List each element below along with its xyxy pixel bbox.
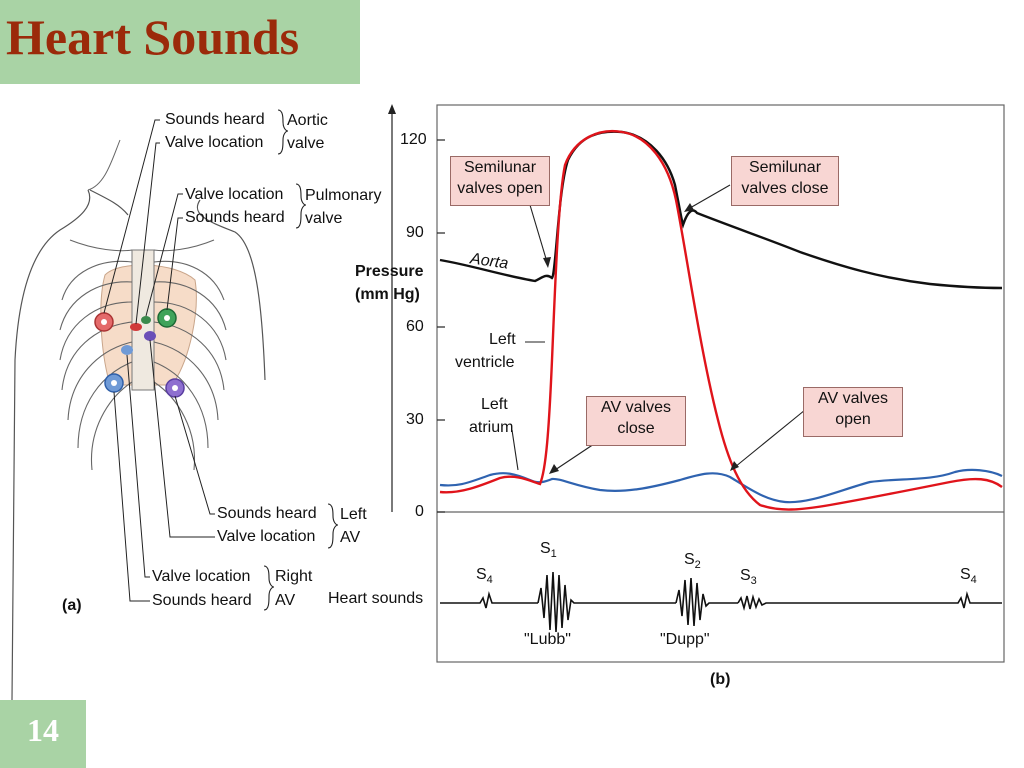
page-number: 14 xyxy=(27,712,59,748)
left-atrium-curve xyxy=(439,468,1003,504)
s1-label: S1 xyxy=(540,540,557,561)
av-open-callout: AV valves open xyxy=(803,387,903,437)
right-av-sounds-label: Sounds heard xyxy=(152,592,252,609)
semilunar-open-callout: Semilunar valves open xyxy=(450,156,550,206)
aortic-name-1: Aortic xyxy=(287,112,328,129)
av-close-line-2: close xyxy=(617,420,655,437)
y-tick-60: 60 xyxy=(406,318,424,335)
av-open-line-1: AV valves xyxy=(818,390,888,407)
left-av-name-1: Left xyxy=(340,506,367,523)
semilunar-close-line-1: Semilunar xyxy=(748,159,822,176)
pulmonary-name-2: valve xyxy=(305,210,343,227)
heart-sounds-row-label: Heart sounds xyxy=(328,590,424,607)
right-av-valve-location-label: Valve location xyxy=(152,568,251,585)
y-axis-label-1: Pressure xyxy=(355,263,424,280)
slide-title: Heart Sounds xyxy=(6,9,300,65)
left-ventricle-label-2: ventricle xyxy=(455,354,515,371)
semilunar-open-line-1: Semilunar xyxy=(463,159,537,176)
y-tick-90: 90 xyxy=(406,224,424,241)
av-close-line-1: AV valves xyxy=(601,399,671,416)
left-av-sounds-label: Sounds heard xyxy=(217,505,317,522)
pulmonary-valve-location-label: Valve location xyxy=(185,186,284,203)
left-ventricle-curve xyxy=(439,129,1003,511)
heart-sounds-trace xyxy=(440,571,1002,633)
title-box: Heart Sounds xyxy=(0,0,360,84)
dupp-label: "Dupp" xyxy=(660,631,710,648)
panel-a-caption: (a) xyxy=(62,597,82,614)
s2-label: S2 xyxy=(684,551,701,572)
av-open-line-2: open xyxy=(835,411,871,428)
s4-first-label: S4 xyxy=(476,566,493,587)
semilunar-close-line-2: valves close xyxy=(741,180,829,197)
lubb-label: "Lubb" xyxy=(524,631,571,648)
y-tick-120: 120 xyxy=(400,131,427,148)
semilunar-close-callout: Semilunar valves close xyxy=(731,156,839,206)
aortic-valve-location-label: Valve location xyxy=(165,134,264,151)
y-tick-30: 30 xyxy=(406,411,424,428)
y-tick-0: 0 xyxy=(415,503,424,520)
aortic-name-2: valve xyxy=(287,135,325,152)
pulmonary-name-1: Pulmonary xyxy=(305,187,382,204)
s3-label: S3 xyxy=(740,567,757,588)
left-atrium-label-1: Left xyxy=(481,396,508,413)
left-av-valve-location-label: Valve location xyxy=(217,528,316,545)
right-av-name-2: AV xyxy=(275,592,296,609)
s4-second-label: S4 xyxy=(960,566,977,587)
y-axis-label-2: (mm Hg) xyxy=(355,286,420,303)
semilunar-open-line-2: valves open xyxy=(457,180,543,197)
left-atrium-label-2: atrium xyxy=(469,419,514,436)
plot-frame xyxy=(436,104,1005,663)
left-av-name-2: AV xyxy=(340,529,361,546)
right-av-name-1: Right xyxy=(275,568,313,585)
panel-b-caption: (b) xyxy=(710,671,731,688)
av-close-callout: AV valves close xyxy=(586,396,686,446)
pulmonary-sounds-label: Sounds heard xyxy=(185,209,285,226)
page-number-box: 14 xyxy=(0,700,86,768)
aortic-sounds-label: Sounds heard xyxy=(165,111,265,128)
left-ventricle-label-1: Left xyxy=(489,331,516,348)
aorta-curve xyxy=(439,130,1003,290)
y-axis-arrow xyxy=(388,104,396,114)
